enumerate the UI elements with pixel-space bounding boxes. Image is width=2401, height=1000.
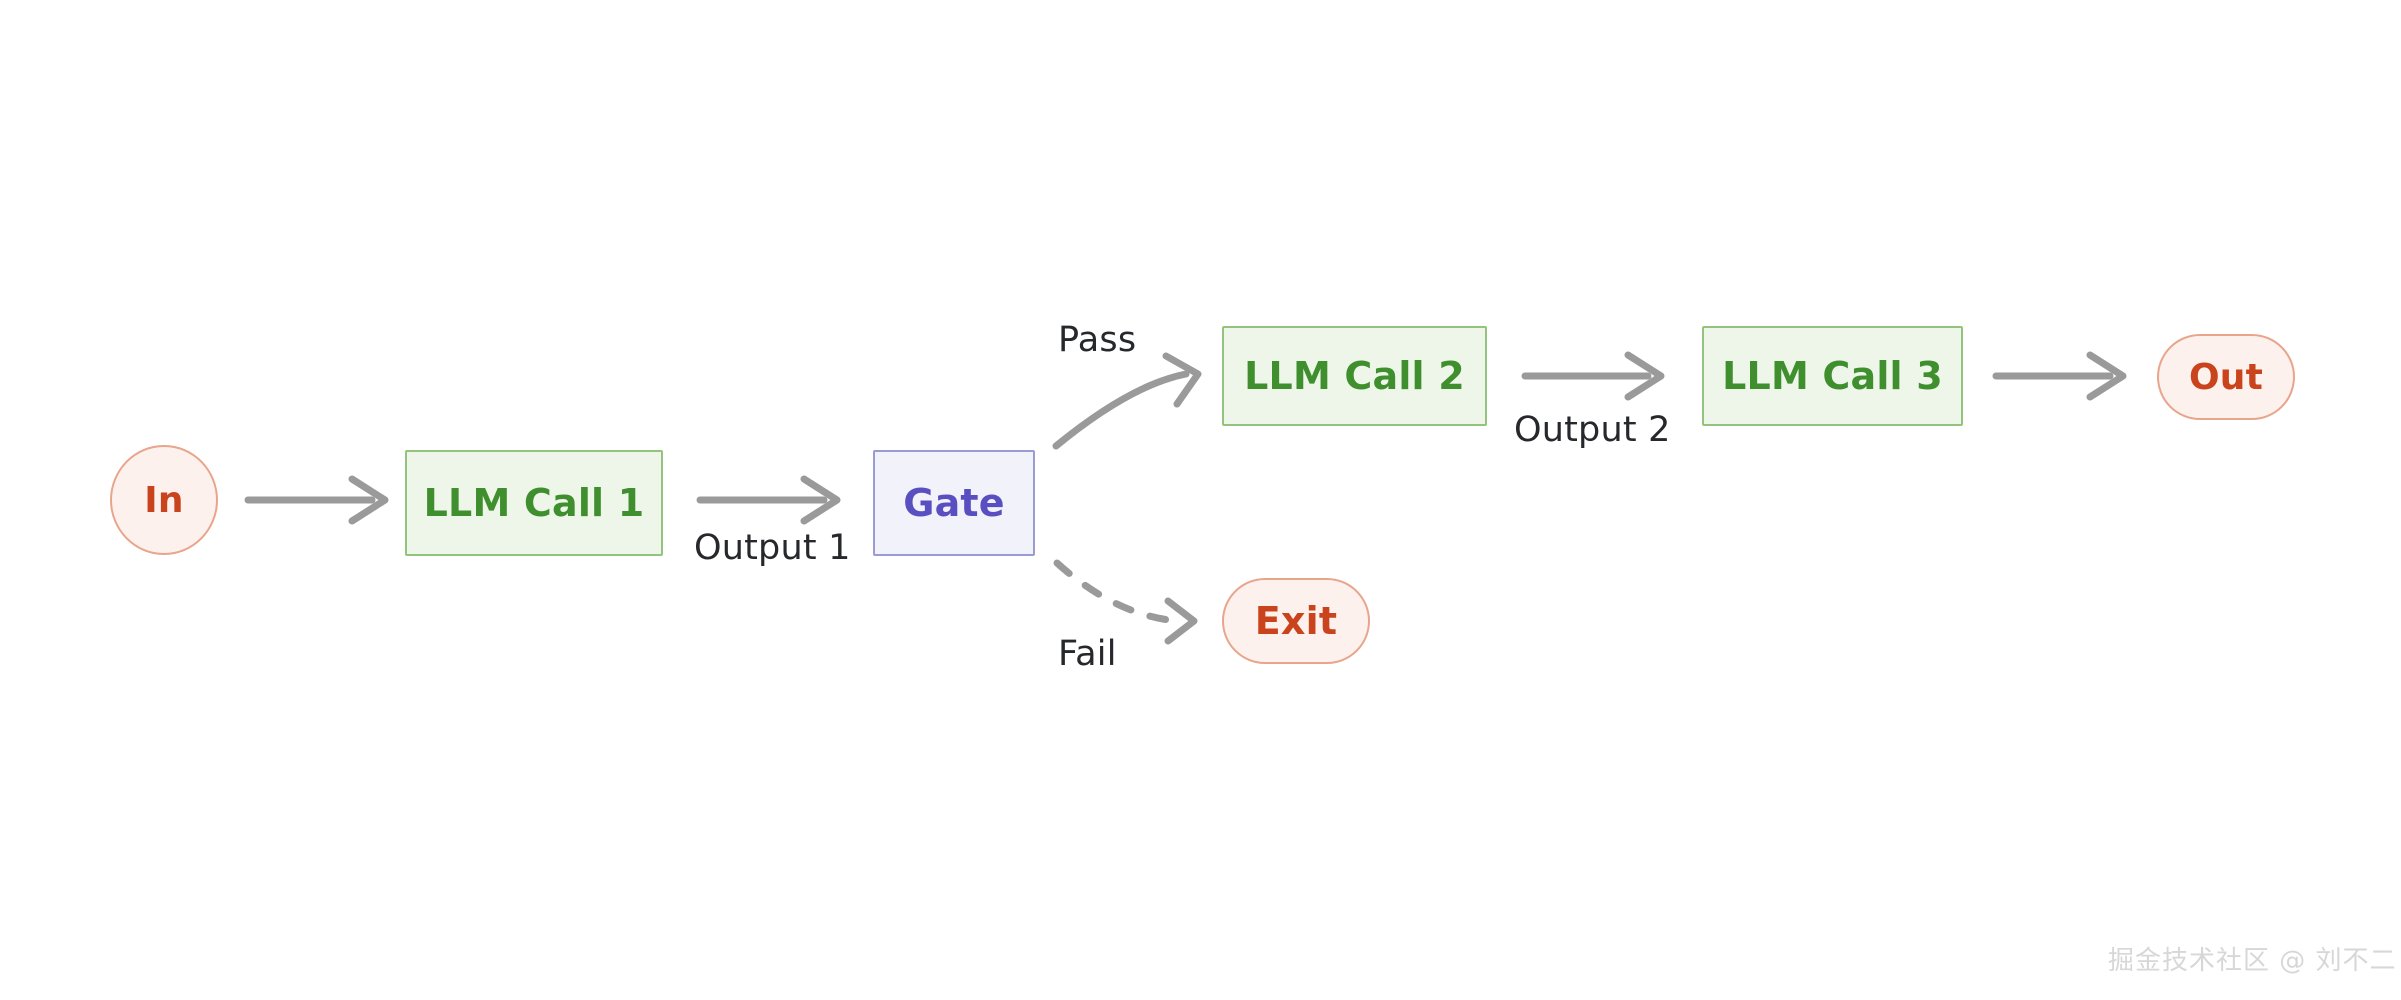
node-out[interactable]: Out <box>2157 334 2295 420</box>
edge-label-output-2: Output 2 <box>1514 410 1671 450</box>
edge-call1-to-gate <box>696 475 841 525</box>
edge-gate-to-exit <box>1053 559 1198 645</box>
node-llm-call-2[interactable]: LLM Call 2 <box>1222 326 1487 426</box>
node-in[interactable]: In <box>110 445 218 555</box>
watermark-text: 掘金技术社区 @ 刘不二 <box>2108 946 2397 976</box>
edge-label-pass: Pass <box>1058 320 1137 360</box>
edge-in-to-call1 <box>244 475 389 525</box>
edge-label-fail: Fail <box>1058 634 1117 674</box>
edge-gate-to-call2 <box>1052 352 1202 450</box>
node-llm-call-1[interactable]: LLM Call 1 <box>405 450 663 556</box>
node-llm-call-3[interactable]: LLM Call 3 <box>1702 326 1963 426</box>
node-exit[interactable]: Exit <box>1222 578 1370 664</box>
edge-label-output-1: Output 1 <box>694 528 851 568</box>
edge-call2-to-call3 <box>1521 351 1665 401</box>
edge-call3-to-out <box>1992 351 2127 401</box>
node-gate[interactable]: Gate <box>873 450 1035 556</box>
